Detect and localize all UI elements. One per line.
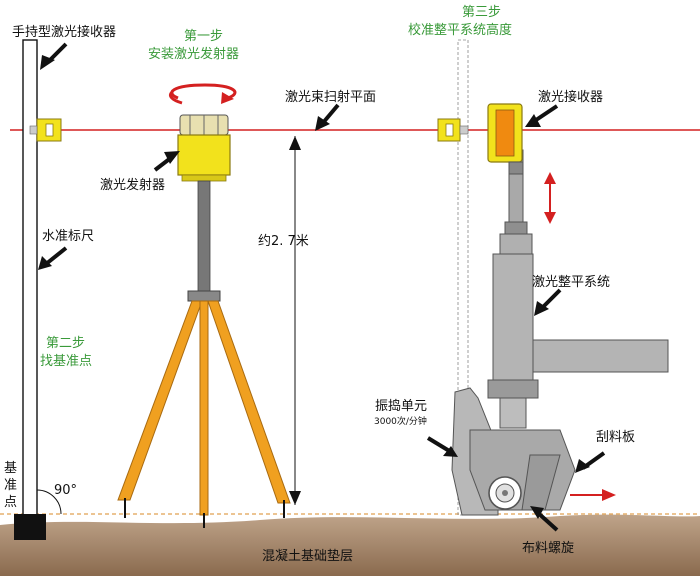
label-level-rod: 水准标尺 <box>42 229 94 244</box>
laser-emitter-device <box>168 83 237 302</box>
label-auger: 布料螺旋 <box>522 541 574 556</box>
label-step3-title: 第三步 <box>462 5 501 20</box>
label-laser-emitter: 激光发射器 <box>100 177 165 193</box>
label-step1-desc: 安装激光发射器 <box>148 46 239 62</box>
label-datum-2: 准 <box>4 478 17 493</box>
label-step3-desc: 校准整平系统高度 <box>408 22 512 38</box>
label-laser-receiver: 激光接收器 <box>538 89 603 105</box>
handheld-receiver-device <box>29 118 62 142</box>
label-ground: 混凝土基础垫层 <box>262 548 353 564</box>
label-handheld-receiver: 手持型激光接收器 <box>12 24 116 40</box>
height-dimension <box>289 136 301 505</box>
label-step2-title: 第二步 <box>46 336 85 351</box>
label-step2-desc: 找基准点 <box>40 354 92 369</box>
travel-arrow <box>570 489 616 501</box>
label-datum-3: 点 <box>4 495 17 510</box>
laser-receiver-device <box>487 103 524 175</box>
level-rod <box>22 39 38 521</box>
angle-arc <box>36 489 62 515</box>
mast-adjust-arrow <box>544 172 556 224</box>
label-scraper: 刮料板 <box>596 430 635 445</box>
label-datum-1: 基 <box>4 461 17 476</box>
ground-layer <box>0 514 700 576</box>
callout-heads <box>38 55 590 519</box>
tripod <box>117 300 291 528</box>
reference-receiver-device <box>437 118 469 142</box>
label-step1-title: 第一步 <box>184 29 223 44</box>
label-vibrator-freq: 3000次/分钟 <box>374 415 427 427</box>
label-leveling-system: 激光整平系统 <box>532 275 610 290</box>
leveling-machine <box>451 149 669 516</box>
label-height: 约2. 7米 <box>258 234 309 249</box>
label-laser-plane: 激光束扫射平面 <box>285 89 376 105</box>
datum-block <box>14 514 46 540</box>
label-angle: 90° <box>54 483 77 498</box>
label-vibrator-unit: 振捣单元 <box>375 398 427 414</box>
